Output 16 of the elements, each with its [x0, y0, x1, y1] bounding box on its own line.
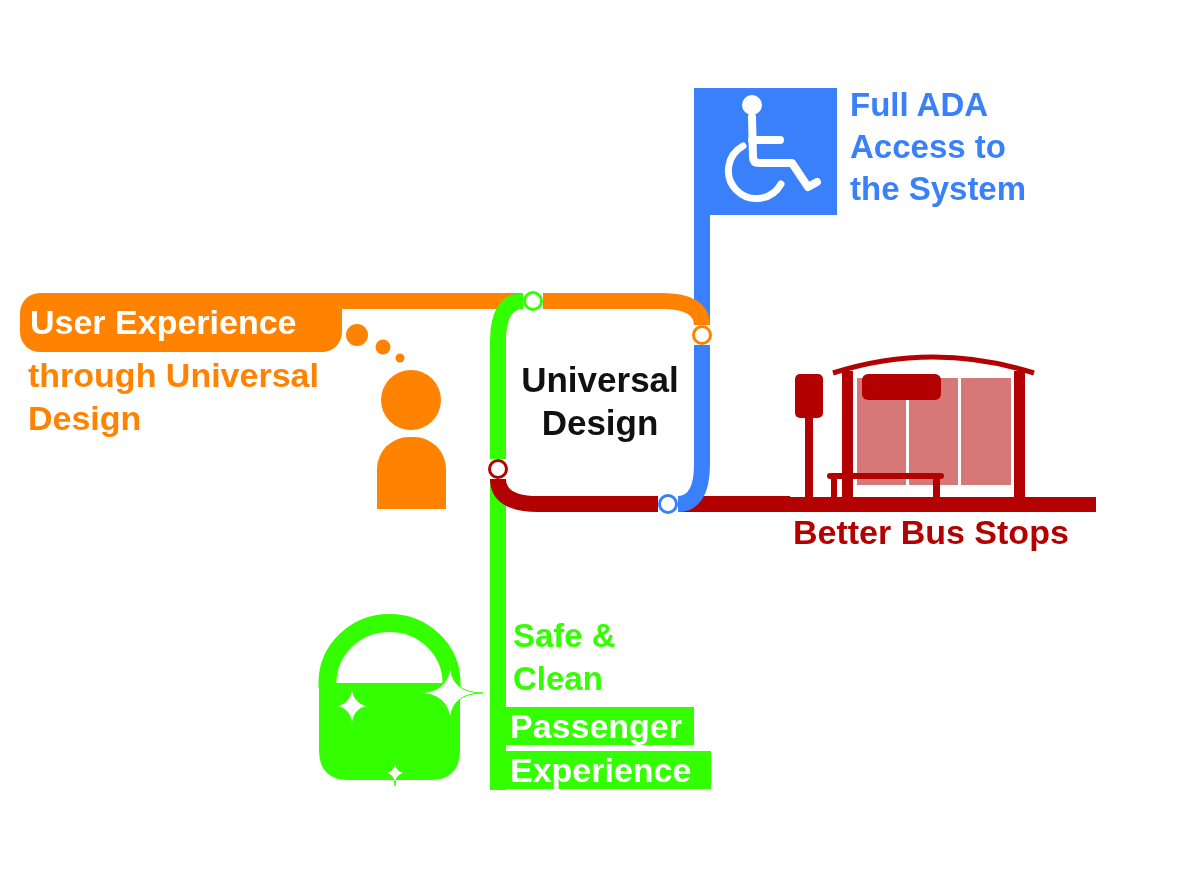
route-tag: Passenger Experience — [506, 704, 711, 792]
route-line — [677, 345, 710, 512]
route-caption: Full ADA Access to the System — [850, 85, 1028, 209]
route-line — [490, 478, 658, 512]
route-caption: Safe & Clean — [513, 616, 617, 699]
station-marker — [692, 325, 712, 345]
station-marker — [488, 459, 508, 479]
station-marker — [658, 494, 678, 514]
station-marker — [523, 291, 543, 311]
center-label: Universal Design — [510, 358, 690, 448]
accessibility-sign — [694, 88, 837, 215]
route-caption: through Universal Design — [28, 355, 320, 439]
route-line — [543, 293, 710, 326]
route-tag: User Experience — [20, 293, 342, 352]
route-caption: Better Bus Stops — [793, 512, 1069, 552]
route-line — [490, 293, 524, 459]
